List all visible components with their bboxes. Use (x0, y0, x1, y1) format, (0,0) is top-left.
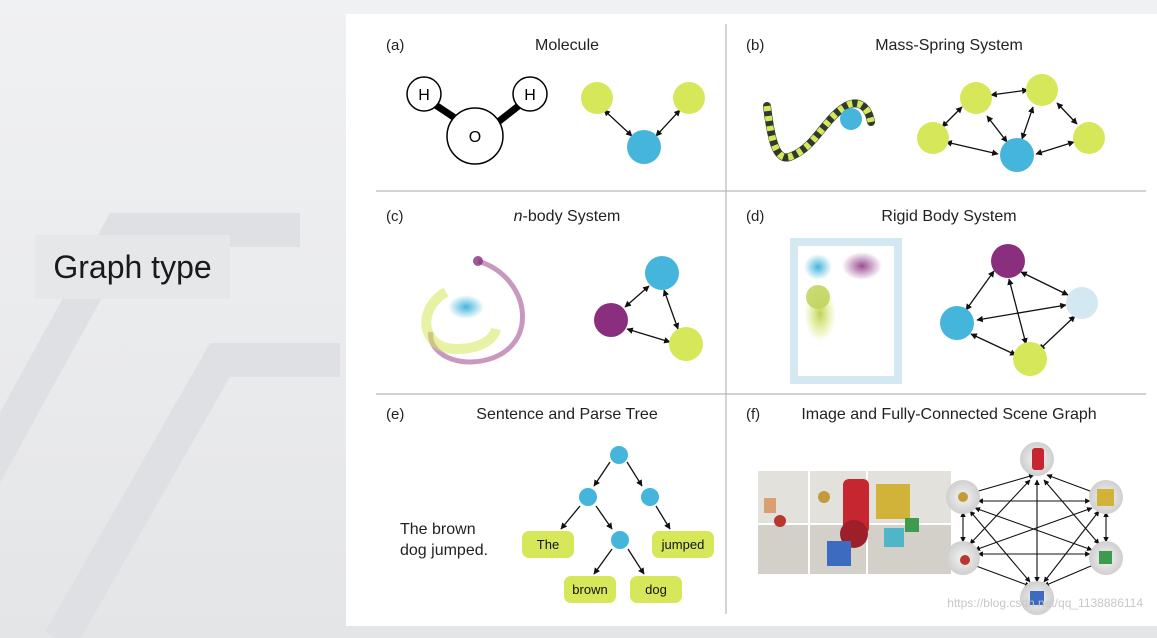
sentence-line-2: dog jumped. (400, 542, 488, 559)
leaf-box-dog (630, 576, 682, 603)
tree-node-root (610, 446, 628, 464)
leaf-box-the (522, 531, 574, 558)
graph-types-figure: (a) Molecule H H O (b) M (346, 14, 1157, 626)
panel-c-title-italic: n (514, 208, 523, 225)
n-body-graph (624, 285, 680, 344)
parse-tree-edges (560, 461, 671, 575)
atom-h-left: H (418, 87, 430, 104)
spring-chain-drawing (763, 99, 875, 162)
tree-node-left (579, 488, 597, 506)
panel-a-molecule: (a) Molecule H H O (386, 37, 705, 165)
spring-node-right (1073, 122, 1105, 154)
rigid-body-graph (965, 270, 1076, 356)
tree-node-right (641, 488, 659, 506)
panel-d-letter: (d) (746, 208, 764, 225)
panel-c-title-rest: -body System (523, 208, 621, 225)
leaf-jumped: jumped (661, 537, 705, 552)
fully-connected-scene-graph (960, 473, 1109, 587)
panel-f-title: Image and Fully-Connected Scene Graph (801, 406, 1096, 423)
panel-b-letter: (b) (746, 37, 764, 54)
panel-c-n-body: (c) n-body System (386, 208, 703, 365)
panel-dividers (376, 24, 1146, 614)
spring-node-center (1000, 138, 1034, 172)
leaf-box-jumped (652, 531, 714, 558)
atom-o: O (469, 129, 481, 146)
panel-e-letter: (e) (386, 406, 404, 423)
watermark-text: https://blog.csdn.net/qq_1138886114 (947, 596, 1143, 610)
slide-title-box: Graph type (35, 235, 230, 299)
panel-f-scene-graph: (f) Image and Fully-Connected Scene Grap… (746, 406, 1123, 615)
spring-node-upper-left (960, 82, 992, 114)
rigid-node-blue (940, 306, 974, 340)
panel-d-rigid-body: (d) Rigid Body System (746, 208, 1098, 384)
molecule-graph (581, 82, 705, 164)
node-o (627, 130, 661, 164)
n-body-trajectory-drawing (421, 256, 525, 365)
rigid-node-yellow (1013, 342, 1047, 376)
panel-c-letter: (c) (386, 208, 404, 225)
node-h-right (673, 82, 705, 114)
leaf-the: The (537, 537, 559, 552)
panel-a-title: Molecule (535, 37, 599, 54)
scene-image (758, 471, 951, 574)
leaf-box-brown (564, 576, 616, 603)
mass-spring-graph (941, 87, 1078, 156)
panel-b-title: Mass-Spring System (875, 37, 1023, 54)
scene-object-nodes (946, 442, 1123, 615)
figure-canvas: (a) Molecule H H O (b) M (376, 24, 1146, 615)
leaf-brown: brown (572, 582, 607, 597)
atom-h-right: H (524, 87, 536, 104)
panel-c-title: n-body System (514, 208, 621, 225)
n-body-node-purple (594, 303, 628, 337)
panel-e-parse-tree: (e) Sentence and Parse Tree The brown do… (386, 406, 714, 603)
panel-e-title: Sentence and Parse Tree (476, 406, 658, 423)
rigid-node-purple (991, 244, 1025, 278)
sentence-line-1: The brown (400, 521, 476, 538)
slide-title: Graph type (53, 248, 212, 285)
panel-f-letter: (f) (746, 406, 760, 423)
spring-node-left (917, 122, 949, 154)
spring-node-upper-right (1026, 74, 1058, 106)
water-molecule-drawing: H H O (406, 76, 548, 165)
rigid-body-box-drawing (790, 238, 902, 384)
rigid-node-pale-blue (1066, 287, 1098, 319)
panel-b-mass-spring: (b) Mass-Spring System (746, 37, 1105, 172)
n-body-node-yellow (669, 327, 703, 361)
panel-a-letter: (a) (386, 37, 404, 54)
tree-node-mid (611, 531, 629, 549)
panel-d-title: Rigid Body System (881, 208, 1016, 225)
n-body-node-blue (645, 256, 679, 290)
node-h-left (581, 82, 613, 114)
leaf-dog: dog (645, 582, 667, 597)
